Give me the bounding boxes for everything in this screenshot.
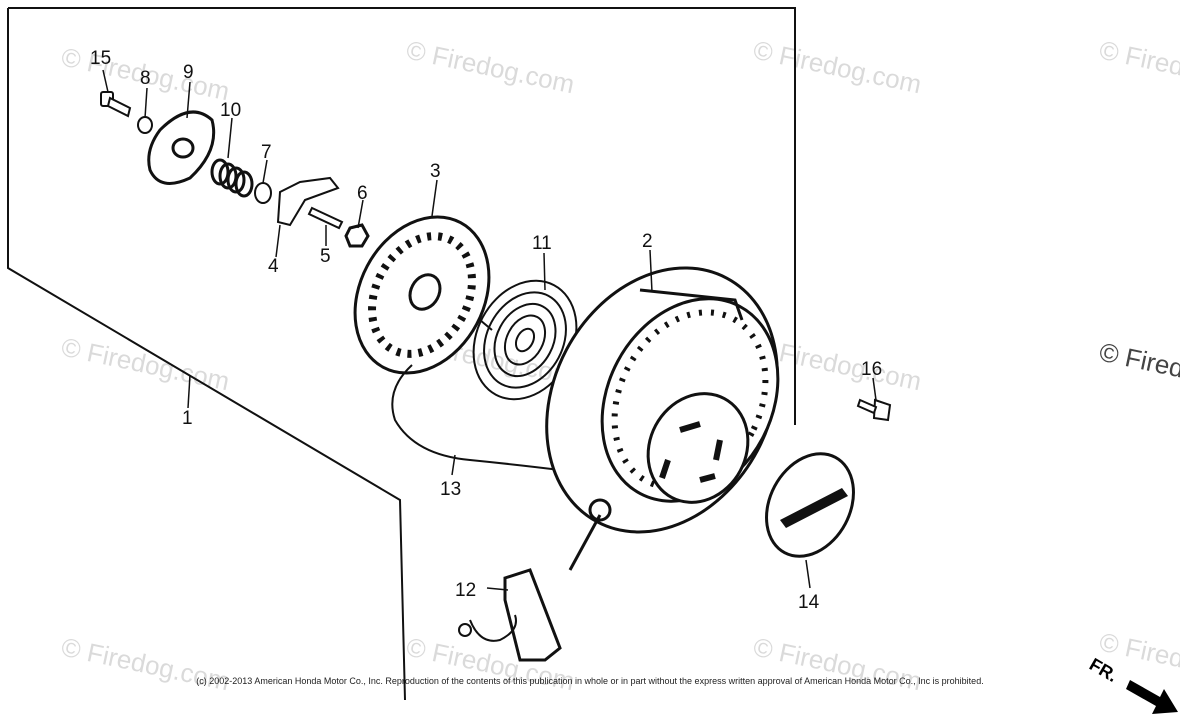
- callout-9: 9: [183, 62, 194, 83]
- friction-plate-part-9: [147, 110, 216, 185]
- watermark: © Firedog.com: [1097, 337, 1180, 402]
- washer-part-8: [137, 116, 153, 134]
- callout-7: 7: [261, 142, 272, 163]
- washer-part-7: [254, 182, 272, 204]
- callout-2: 2: [642, 231, 653, 252]
- front-arrow-icon: [1126, 680, 1178, 714]
- callout-13: 13: [440, 479, 461, 500]
- watermark: © Firedog.com: [59, 632, 232, 697]
- callout-1: 1: [182, 408, 193, 429]
- callout-8: 8: [140, 68, 151, 89]
- watermark: © Firedog.com: [751, 632, 924, 697]
- callout-16: 16: [861, 359, 882, 380]
- callout-5: 5: [320, 246, 331, 267]
- decal-part-14: [765, 452, 855, 558]
- bolt-part-16: [856, 398, 892, 422]
- callouts: 15 8 9 10 7 3 6 4 5 11 2 16 1 13 12 14: [90, 48, 882, 613]
- callout-14: 14: [798, 592, 820, 613]
- rope-part-13: [391, 364, 561, 471]
- watermark: © Firedog.com: [751, 35, 924, 100]
- reel-part-3: [353, 215, 491, 375]
- callout-12: 12: [455, 580, 476, 601]
- copyright-notice: (c) 2002-2013 American Honda Motor Co., …: [196, 676, 984, 686]
- callout-6: 6: [357, 183, 368, 204]
- bolt-part-15: [100, 91, 132, 118]
- starter-handle-part-12: [458, 514, 602, 662]
- watermark: © Firedog.com: [59, 332, 232, 397]
- case-part-2: [545, 266, 780, 534]
- ratchet-part-4: [276, 176, 340, 227]
- pin-part-5: [307, 206, 344, 230]
- leader-lines: [102, 69, 877, 591]
- callout-11: 11: [532, 233, 552, 254]
- callout-4: 4: [268, 256, 279, 277]
- callout-15: 15: [90, 48, 111, 69]
- watermark: © Firedog.com: [404, 35, 577, 100]
- assembly-outline: [7, 7, 796, 701]
- callout-3: 3: [430, 161, 441, 182]
- spring-part-10: [210, 158, 254, 198]
- nut-part-6: [344, 223, 370, 248]
- watermark: © Firedog.com: [1097, 35, 1180, 100]
- callout-10: 10: [220, 100, 241, 121]
